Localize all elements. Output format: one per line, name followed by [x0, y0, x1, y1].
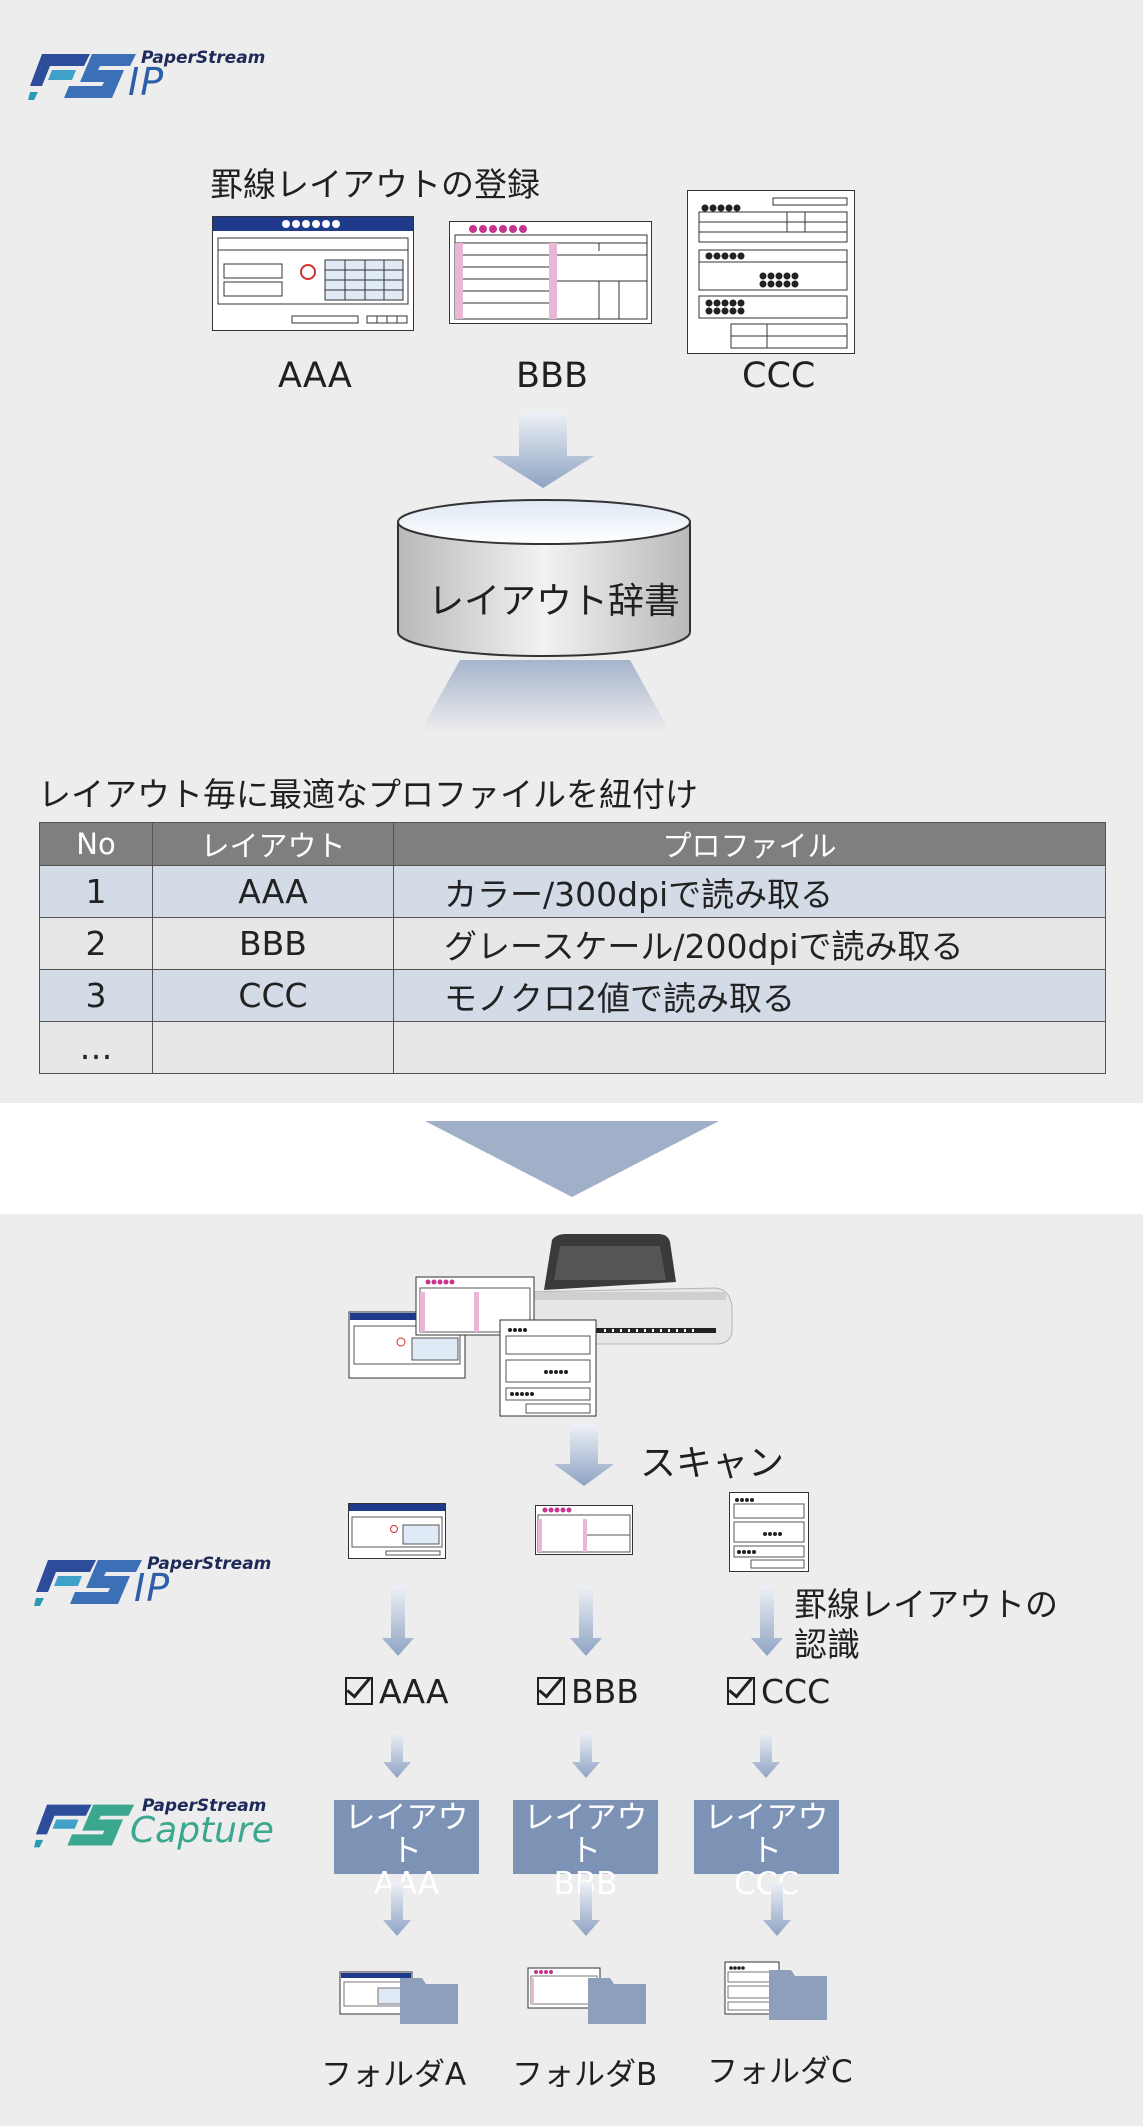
- logo-paperstream-text: PaperStream: [147, 1554, 272, 1574]
- paperstream-ip-logo: PaperStream IP: [28, 46, 328, 106]
- table-row: …: [39, 1021, 1106, 1074]
- row-profile: [393, 1021, 1106, 1074]
- recognize-label-line2: 認識: [794, 1625, 860, 1664]
- row-profile: カラー/300dpiで読み取る: [393, 865, 1106, 918]
- check-aaa: AAA: [345, 1672, 449, 1711]
- layout-box-line1: レイアウト: [344, 1800, 469, 1869]
- row-layout: AAA: [152, 865, 394, 918]
- big-down-arrow-icon: [425, 1121, 719, 1197]
- row-profile: モノクロ2値で読み取る: [393, 969, 1106, 1022]
- bottom-panel: スキャン PaperStream IP: [0, 1214, 1143, 2126]
- layout-box-line2: CCC: [734, 1866, 799, 1902]
- table-row: 3 CCC モノクロ2値で読み取る: [39, 969, 1106, 1022]
- small-form-bbb-image: [535, 1505, 633, 1555]
- scanner-illustration: [348, 1234, 733, 1417]
- paperstream-ip-logo: [34, 1338, 334, 1398]
- check-label: BBB: [571, 1672, 639, 1711]
- paperstream-ip-logo-bottom: PaperStream IP: [34, 1552, 334, 1612]
- folder-c-icon: [724, 1961, 827, 2020]
- down-arrow-icon: [492, 412, 594, 488]
- scan-label: スキャン: [640, 1443, 785, 1484]
- layout-box-line1: レイアウト: [704, 1800, 829, 1869]
- ps-logo-mark-icon: [34, 1804, 135, 1848]
- check-ccc: CCC: [727, 1672, 830, 1711]
- row-no: 2: [39, 917, 153, 970]
- folder-c-label: フォルダC: [707, 2054, 853, 2090]
- layout-label-bbb: BBB: [516, 356, 589, 396]
- row-no: …: [39, 1021, 153, 1074]
- logo-ip-text: IP: [128, 60, 165, 104]
- logo-capture-text: Capture: [130, 1810, 274, 1851]
- table-row: 2 BBB グレースケール/200dpiで読み取る: [39, 917, 1106, 970]
- light-beam: [420, 660, 670, 732]
- scan-arrow-icon: [554, 1424, 614, 1486]
- layout-label-aaa: AAA: [278, 356, 352, 396]
- layout-label-ccc: CCC: [742, 356, 816, 396]
- top-panel: PaperStream IP 罫線レイアウトの登録: [0, 0, 1143, 1103]
- profile-table: No レイアウト プロファイル 1 AAA カラー/300dpiで読み取る 2 …: [39, 822, 1106, 1074]
- table-row: 1 AAA カラー/300dpiで読み取る: [39, 865, 1106, 918]
- form-bbb-image: [449, 221, 652, 324]
- layout-box-line1: レイアウト: [523, 1800, 648, 1869]
- table-header-row: No レイアウト プロファイル: [39, 822, 1106, 866]
- row-layout: [152, 1021, 394, 1074]
- layout-box-bbb: レイアウト BBB: [513, 1800, 658, 1901]
- check-label: AAA: [379, 1672, 449, 1711]
- layout-box-line2: AAA: [373, 1866, 440, 1902]
- check-label: CCC: [761, 1672, 831, 1711]
- check-bbb: BBB: [537, 1672, 639, 1711]
- recognize-arrow-aaa-icon: [382, 1586, 414, 1656]
- route-arrow-ccc-icon: [752, 1732, 780, 1778]
- profile-binding-title: レイアウト毎に最適なプロファイルを紐付け: [38, 775, 698, 814]
- paperstream-capture-logo: PaperStream Capture: [34, 1796, 334, 1856]
- folder-a-label: フォルダA: [321, 2057, 467, 2093]
- layout-dictionary-label: レイアウト辞書: [428, 581, 681, 622]
- checkbox-checked-icon: [537, 1677, 565, 1705]
- save-arrow-ccc-icon: [763, 1882, 791, 1936]
- checkbox-checked-icon: [727, 1677, 755, 1705]
- ps-logo-mark-icon: [34, 1560, 142, 1606]
- form-aaa-image: [212, 216, 414, 331]
- route-arrow-aaa-icon: [383, 1732, 411, 1778]
- register-title: 罫線レイアウトの登録: [210, 165, 540, 204]
- save-arrow-bbb-icon: [572, 1882, 600, 1936]
- ps-logo-mark-icon: [28, 54, 136, 100]
- header-layout: レイアウト: [152, 822, 394, 866]
- recognize-label-line1: 罫線レイアウトの: [794, 1585, 1058, 1624]
- form-ccc-image: [687, 190, 855, 354]
- checkbox-checked-icon: [345, 1677, 373, 1705]
- logo-ip-text: IP: [134, 1566, 171, 1610]
- folder-b-label: フォルダB: [512, 2057, 658, 2093]
- logo-paperstream-text: PaperStream: [142, 1796, 267, 1816]
- folder-b-icon: [527, 1967, 646, 2024]
- folder-a-icon: [339, 1971, 458, 2024]
- header-profile: プロファイル: [393, 822, 1106, 866]
- recognize-arrow-ccc-icon: [751, 1586, 783, 1656]
- row-profile: グレースケール/200dpiで読み取る: [393, 917, 1106, 970]
- row-layout: CCC: [152, 969, 394, 1022]
- small-form-aaa-image: [348, 1503, 446, 1559]
- layout-box-ccc: レイアウト CCC: [694, 1800, 839, 1901]
- layout-dictionary-database-icon: [397, 499, 691, 657]
- route-arrow-bbb-icon: [572, 1732, 600, 1778]
- header-no: No: [39, 822, 153, 866]
- small-form-ccc-image: [729, 1492, 809, 1572]
- row-no: 1: [39, 865, 153, 918]
- row-no: 3: [39, 969, 153, 1022]
- logo-paperstream-text: PaperStream: [141, 48, 266, 68]
- layout-box-aaa: レイアウト AAA: [334, 1800, 479, 1901]
- recognize-arrow-bbb-icon: [570, 1586, 602, 1656]
- row-layout: BBB: [152, 917, 394, 970]
- save-arrow-aaa-icon: [383, 1882, 411, 1936]
